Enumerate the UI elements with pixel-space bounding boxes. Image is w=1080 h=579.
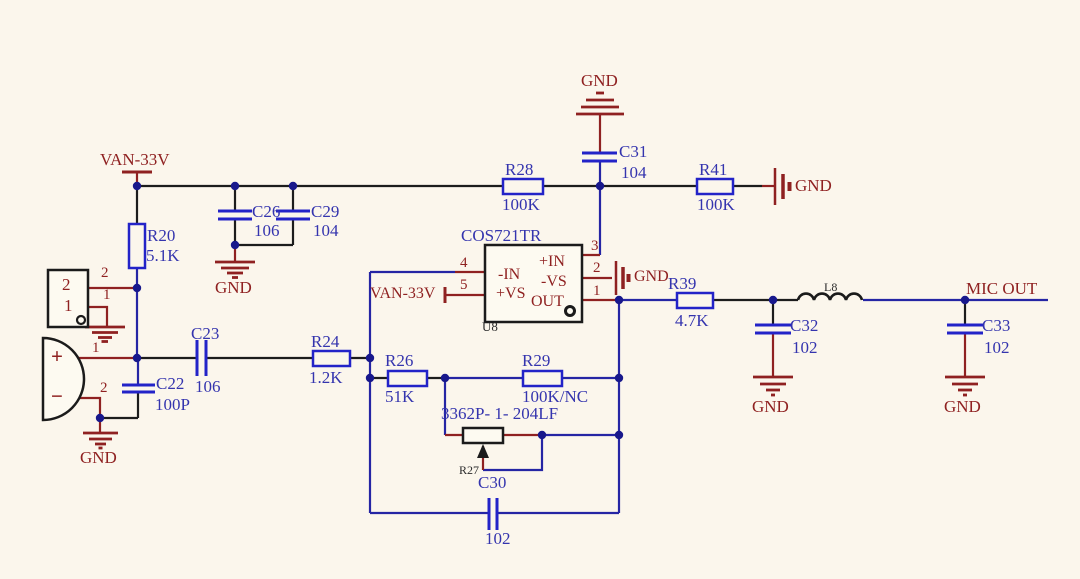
r26-ref: R26 bbox=[385, 351, 414, 370]
wiper-arrow-icon bbox=[477, 444, 489, 458]
mic-pin1-number: 1 bbox=[92, 340, 100, 356]
r24-ref: R24 bbox=[311, 332, 340, 351]
connector-inner-pin2: 2 bbox=[62, 275, 71, 294]
ground-label-r41: GND bbox=[795, 176, 832, 195]
r39-ref: R39 bbox=[668, 274, 697, 293]
c22-ref: C22 bbox=[156, 374, 185, 393]
mic-plus-mark: + bbox=[51, 344, 63, 368]
ground-pin2-icon bbox=[614, 261, 631, 295]
c33-value: 102 bbox=[984, 338, 1010, 357]
potentiometer-r27-symbol bbox=[461, 426, 505, 458]
microphone-symbol bbox=[41, 336, 86, 422]
ic-pin3-name: +IN bbox=[539, 253, 565, 270]
ic-pin1-mark-icon bbox=[564, 305, 576, 317]
ic-pin4-name: -IN bbox=[498, 266, 521, 283]
ground-mic-icon bbox=[83, 431, 118, 450]
ground-label-pin2: GND bbox=[634, 268, 669, 285]
r41-value: 100K bbox=[697, 195, 735, 214]
ground-connector-icon bbox=[85, 325, 125, 343]
capacitor-c23-symbol bbox=[195, 340, 208, 376]
capacitor-c31-symbol bbox=[582, 151, 617, 163]
ground-r41-icon bbox=[773, 168, 792, 205]
capacitor-c26-symbol bbox=[218, 209, 252, 221]
capacitor-c33-symbol bbox=[947, 323, 983, 335]
r26-value: 51K bbox=[385, 387, 415, 406]
c30-ref: C30 bbox=[478, 473, 507, 492]
potentiometer-part-label: 3362P- 1- 204LF bbox=[441, 404, 559, 423]
ic-refdes: U8 bbox=[482, 319, 498, 334]
resistor-r20-symbol bbox=[127, 222, 147, 270]
power-bar-symbols bbox=[122, 170, 447, 303]
resistor-r24-symbol bbox=[311, 349, 352, 368]
c30-value: 102 bbox=[485, 529, 511, 548]
capacitor-c32-symbol bbox=[755, 323, 791, 335]
ground-label-c33: GND bbox=[944, 397, 981, 416]
ground-label-c32: GND bbox=[752, 397, 789, 416]
r41-ref: R41 bbox=[699, 160, 728, 179]
connector-pin1-dot-icon bbox=[75, 314, 87, 326]
ic-pin3-number: 3 bbox=[591, 238, 599, 254]
capacitor-symbols bbox=[122, 151, 983, 530]
ic-pin2-number: 2 bbox=[593, 260, 601, 276]
r20-value: 5.1K bbox=[146, 246, 180, 265]
mic-pin2-number: 2 bbox=[100, 380, 108, 396]
connector-pin2-number: 2 bbox=[101, 265, 109, 281]
resistor-r41-symbol bbox=[695, 177, 735, 196]
net-label-mic-out: MIC OUT bbox=[966, 279, 1038, 298]
connector-inner-pin1: 1 bbox=[64, 296, 73, 315]
ground-top-icon bbox=[576, 91, 624, 116]
c32-value: 102 bbox=[792, 338, 818, 357]
capacitor-c22-symbol bbox=[122, 383, 155, 394]
resistor-symbols bbox=[127, 177, 735, 388]
c31-ref: C31 bbox=[619, 142, 648, 161]
ground-symbols bbox=[83, 91, 985, 450]
ic-pin2-name: -VS bbox=[541, 273, 567, 290]
r28-value: 100K bbox=[502, 195, 540, 214]
r24-value: 1.2K bbox=[309, 368, 343, 387]
ic-pin1-name: OUT bbox=[531, 293, 564, 310]
mic-minus-mark: − bbox=[51, 384, 63, 408]
resistor-r29-symbol bbox=[521, 369, 564, 388]
ground-c26-icon bbox=[215, 260, 255, 279]
ic-pin4-number: 4 bbox=[460, 255, 468, 271]
power-label-van33v-ic: VAN-33V bbox=[370, 285, 436, 302]
c32-ref: C32 bbox=[790, 316, 819, 335]
resistor-r39-symbol bbox=[675, 291, 715, 310]
wires-blue bbox=[135, 161, 1048, 515]
c26-value: 106 bbox=[254, 221, 280, 240]
resistor-r26-symbol bbox=[386, 369, 429, 388]
capacitor-c30-symbol bbox=[487, 498, 499, 530]
ground-c33-icon bbox=[945, 375, 985, 397]
junction-dots bbox=[95, 181, 970, 440]
ic-pin5-name: +VS bbox=[496, 285, 526, 302]
c29-ref: C29 bbox=[311, 202, 340, 221]
c33-ref: C33 bbox=[982, 316, 1011, 335]
r39-value: 4.7K bbox=[675, 311, 709, 330]
ground-c32-icon bbox=[753, 375, 793, 397]
r28-ref: R28 bbox=[505, 160, 534, 179]
c23-ref: C23 bbox=[191, 324, 220, 343]
ic-pin5-number: 5 bbox=[460, 277, 468, 293]
power-label-van33v-left: VAN-33V bbox=[100, 150, 170, 169]
capacitor-c29-symbol bbox=[276, 209, 310, 221]
connector-pin1-number: 1 bbox=[103, 287, 111, 303]
c26-ref: C26 bbox=[252, 202, 281, 221]
ground-label-top: GND bbox=[581, 71, 618, 90]
r29-value: 100K/NC bbox=[522, 387, 589, 406]
c22-value: 100P bbox=[155, 395, 190, 414]
l8-ref: L8 bbox=[824, 280, 838, 294]
r29-ref: R29 bbox=[522, 351, 551, 370]
c29-value: 104 bbox=[313, 221, 339, 240]
c23-value: 106 bbox=[195, 377, 221, 396]
r20-ref: R20 bbox=[147, 226, 176, 245]
c31-value: 104 bbox=[621, 163, 647, 182]
ground-label-c26: GND bbox=[215, 278, 252, 297]
ground-label-mic: GND bbox=[80, 448, 117, 467]
ic-part-label: COS721TR bbox=[461, 226, 542, 245]
inductor-l8-symbol bbox=[796, 292, 864, 301]
potentiometer-refdes: R27 bbox=[459, 463, 480, 477]
ic-pin1-number: 1 bbox=[593, 283, 601, 299]
resistor-r28-symbol bbox=[501, 177, 545, 196]
